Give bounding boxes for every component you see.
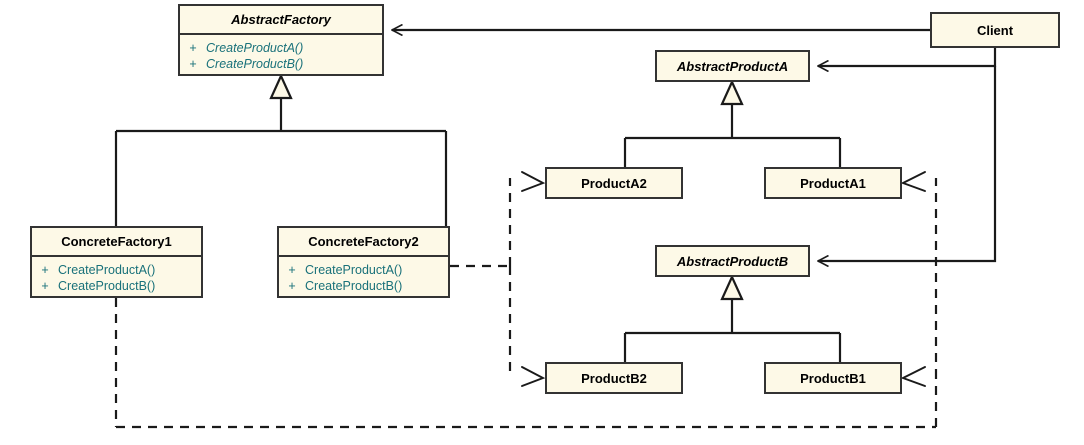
operation-signature: CreateProductA() xyxy=(206,41,304,55)
operation-visibility: + xyxy=(288,279,296,293)
operation-visibility: + xyxy=(288,263,296,277)
class-box-concrete-factory-2[interactable]: ConcreteFactory2 + CreateProductA() + Cr… xyxy=(277,226,450,298)
operation-signature: CreateProductA() xyxy=(305,263,403,277)
class-operations-concrete-factory-1: + CreateProductA() + CreateProductB() xyxy=(32,257,201,300)
edge-concrete-factory-2-creates-products xyxy=(450,178,512,378)
class-name-client: Client xyxy=(976,22,1014,38)
dependency-arrowhead-product-b1 xyxy=(900,366,926,387)
operation-signature: CreateProductB() xyxy=(206,57,304,71)
operation-row: + CreateProductB() xyxy=(279,278,448,294)
edge-products-b-extend-abstract-product-b xyxy=(623,299,842,362)
generalization-triangle-abstract-product-a xyxy=(720,79,744,106)
operation-signature: CreateProductB() xyxy=(58,279,156,293)
class-box-concrete-factory-1[interactable]: ConcreteFactory1 + CreateProductA() + Cr… xyxy=(30,226,203,298)
edge-client-uses-abstract-product-b xyxy=(818,66,997,261)
class-box-product-b2[interactable]: ProductB2 xyxy=(545,362,683,394)
class-name-concrete-factory-2: ConcreteFactory2 xyxy=(279,228,448,257)
generalization-triangle-abstract-product-b xyxy=(720,274,744,301)
class-name-product-b1: ProductB1 xyxy=(800,370,866,386)
class-operations-concrete-factory-2: + CreateProductA() + CreateProductB() xyxy=(279,257,448,300)
edge-client-uses-abstract-product-a xyxy=(818,48,997,66)
class-name-abstract-product-b: AbstractProductB xyxy=(676,253,789,269)
operation-visibility: + xyxy=(189,57,197,71)
class-box-abstract-factory[interactable]: AbstractFactory + CreateProductA() + Cre… xyxy=(178,4,384,76)
class-box-client[interactable]: Client xyxy=(930,12,1060,48)
class-operations-abstract-factory: + CreateProductA() + CreateProductB() xyxy=(180,35,382,78)
class-box-product-b1[interactable]: ProductB1 xyxy=(764,362,902,394)
class-box-abstract-product-b[interactable]: AbstractProductB xyxy=(655,245,810,277)
class-name-product-a1: ProductA1 xyxy=(800,175,866,191)
operation-visibility: + xyxy=(41,279,49,293)
edge-concrete-factory-1-creates-products xyxy=(114,178,938,429)
operation-row: + CreateProductA() xyxy=(32,262,201,278)
class-name-abstract-product-a: AbstractProductA xyxy=(676,58,789,74)
operation-visibility: + xyxy=(189,41,197,55)
operation-visibility: + xyxy=(41,263,49,277)
dependency-arrowhead-product-b2 xyxy=(521,366,546,387)
generalization-triangle-abstract-factory xyxy=(269,73,293,100)
class-box-product-a1[interactable]: ProductA1 xyxy=(764,167,902,199)
operation-signature: CreateProductA() xyxy=(58,263,156,277)
class-name-product-b2: ProductB2 xyxy=(581,370,647,386)
operation-row: + CreateProductA() xyxy=(180,40,382,56)
dependency-arrowhead-product-a2 xyxy=(521,171,546,192)
edge-products-a-extend-abstract-product-a xyxy=(623,104,842,167)
class-name-concrete-factory-1: ConcreteFactory1 xyxy=(32,228,201,257)
class-name-product-a2: ProductA2 xyxy=(581,175,647,191)
operation-row: + CreateProductB() xyxy=(32,278,201,294)
class-box-abstract-product-a[interactable]: AbstractProductA xyxy=(655,50,810,82)
edge-concrete-factories-extend-abstract-factory xyxy=(114,98,448,226)
operation-row: + CreateProductA() xyxy=(279,262,448,278)
operation-row: + CreateProductB() xyxy=(180,56,382,72)
dependency-arrowhead-product-a1 xyxy=(900,171,926,192)
class-box-product-a2[interactable]: ProductA2 xyxy=(545,167,683,199)
operation-signature: CreateProductB() xyxy=(305,279,403,293)
class-name-abstract-factory: AbstractFactory xyxy=(180,6,382,35)
